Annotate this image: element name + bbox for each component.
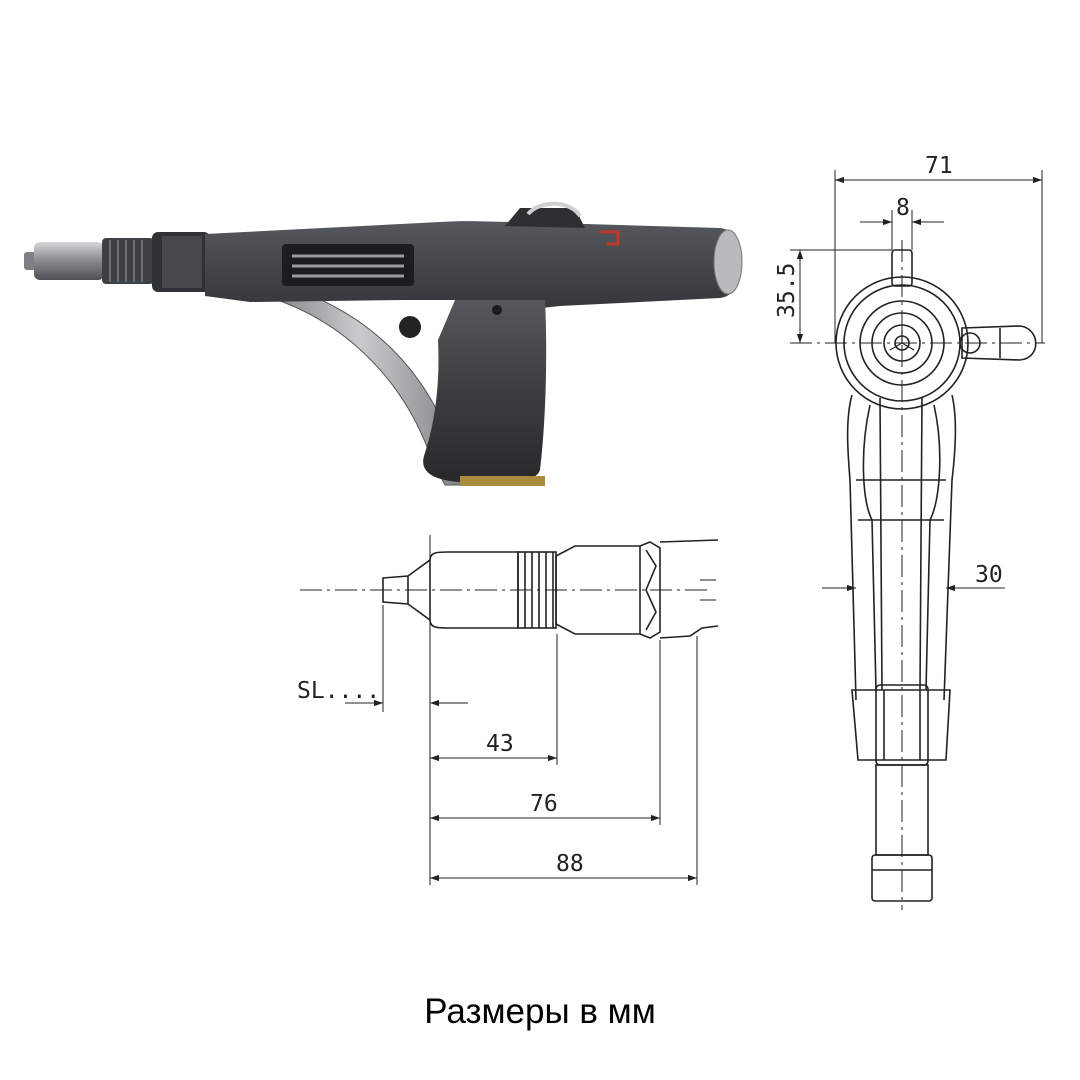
- nose-piece: [34, 242, 104, 280]
- top-clip: [505, 208, 585, 228]
- tool-photo: [24, 201, 743, 486]
- dim-8-label: 8: [896, 195, 910, 221]
- nose-tip: [24, 252, 36, 270]
- side-view-drawing: [300, 535, 719, 885]
- caption: Размеры в мм: [424, 992, 656, 1031]
- front-view-drawing: [790, 170, 1045, 910]
- grip: [423, 300, 547, 484]
- trigger-button: [399, 316, 421, 338]
- dim-sl-label: SL....: [297, 678, 380, 704]
- label-mark: [600, 230, 620, 246]
- dim-30-label: 30: [975, 562, 1003, 588]
- dim-43-label: 43: [486, 731, 514, 757]
- end-cap: [713, 229, 743, 295]
- dim-76-label: 76: [530, 791, 558, 817]
- dim-88-label: 88: [556, 851, 584, 877]
- dim-71-label: 71: [925, 153, 953, 179]
- dim-35-5-label: 35.5: [774, 263, 800, 318]
